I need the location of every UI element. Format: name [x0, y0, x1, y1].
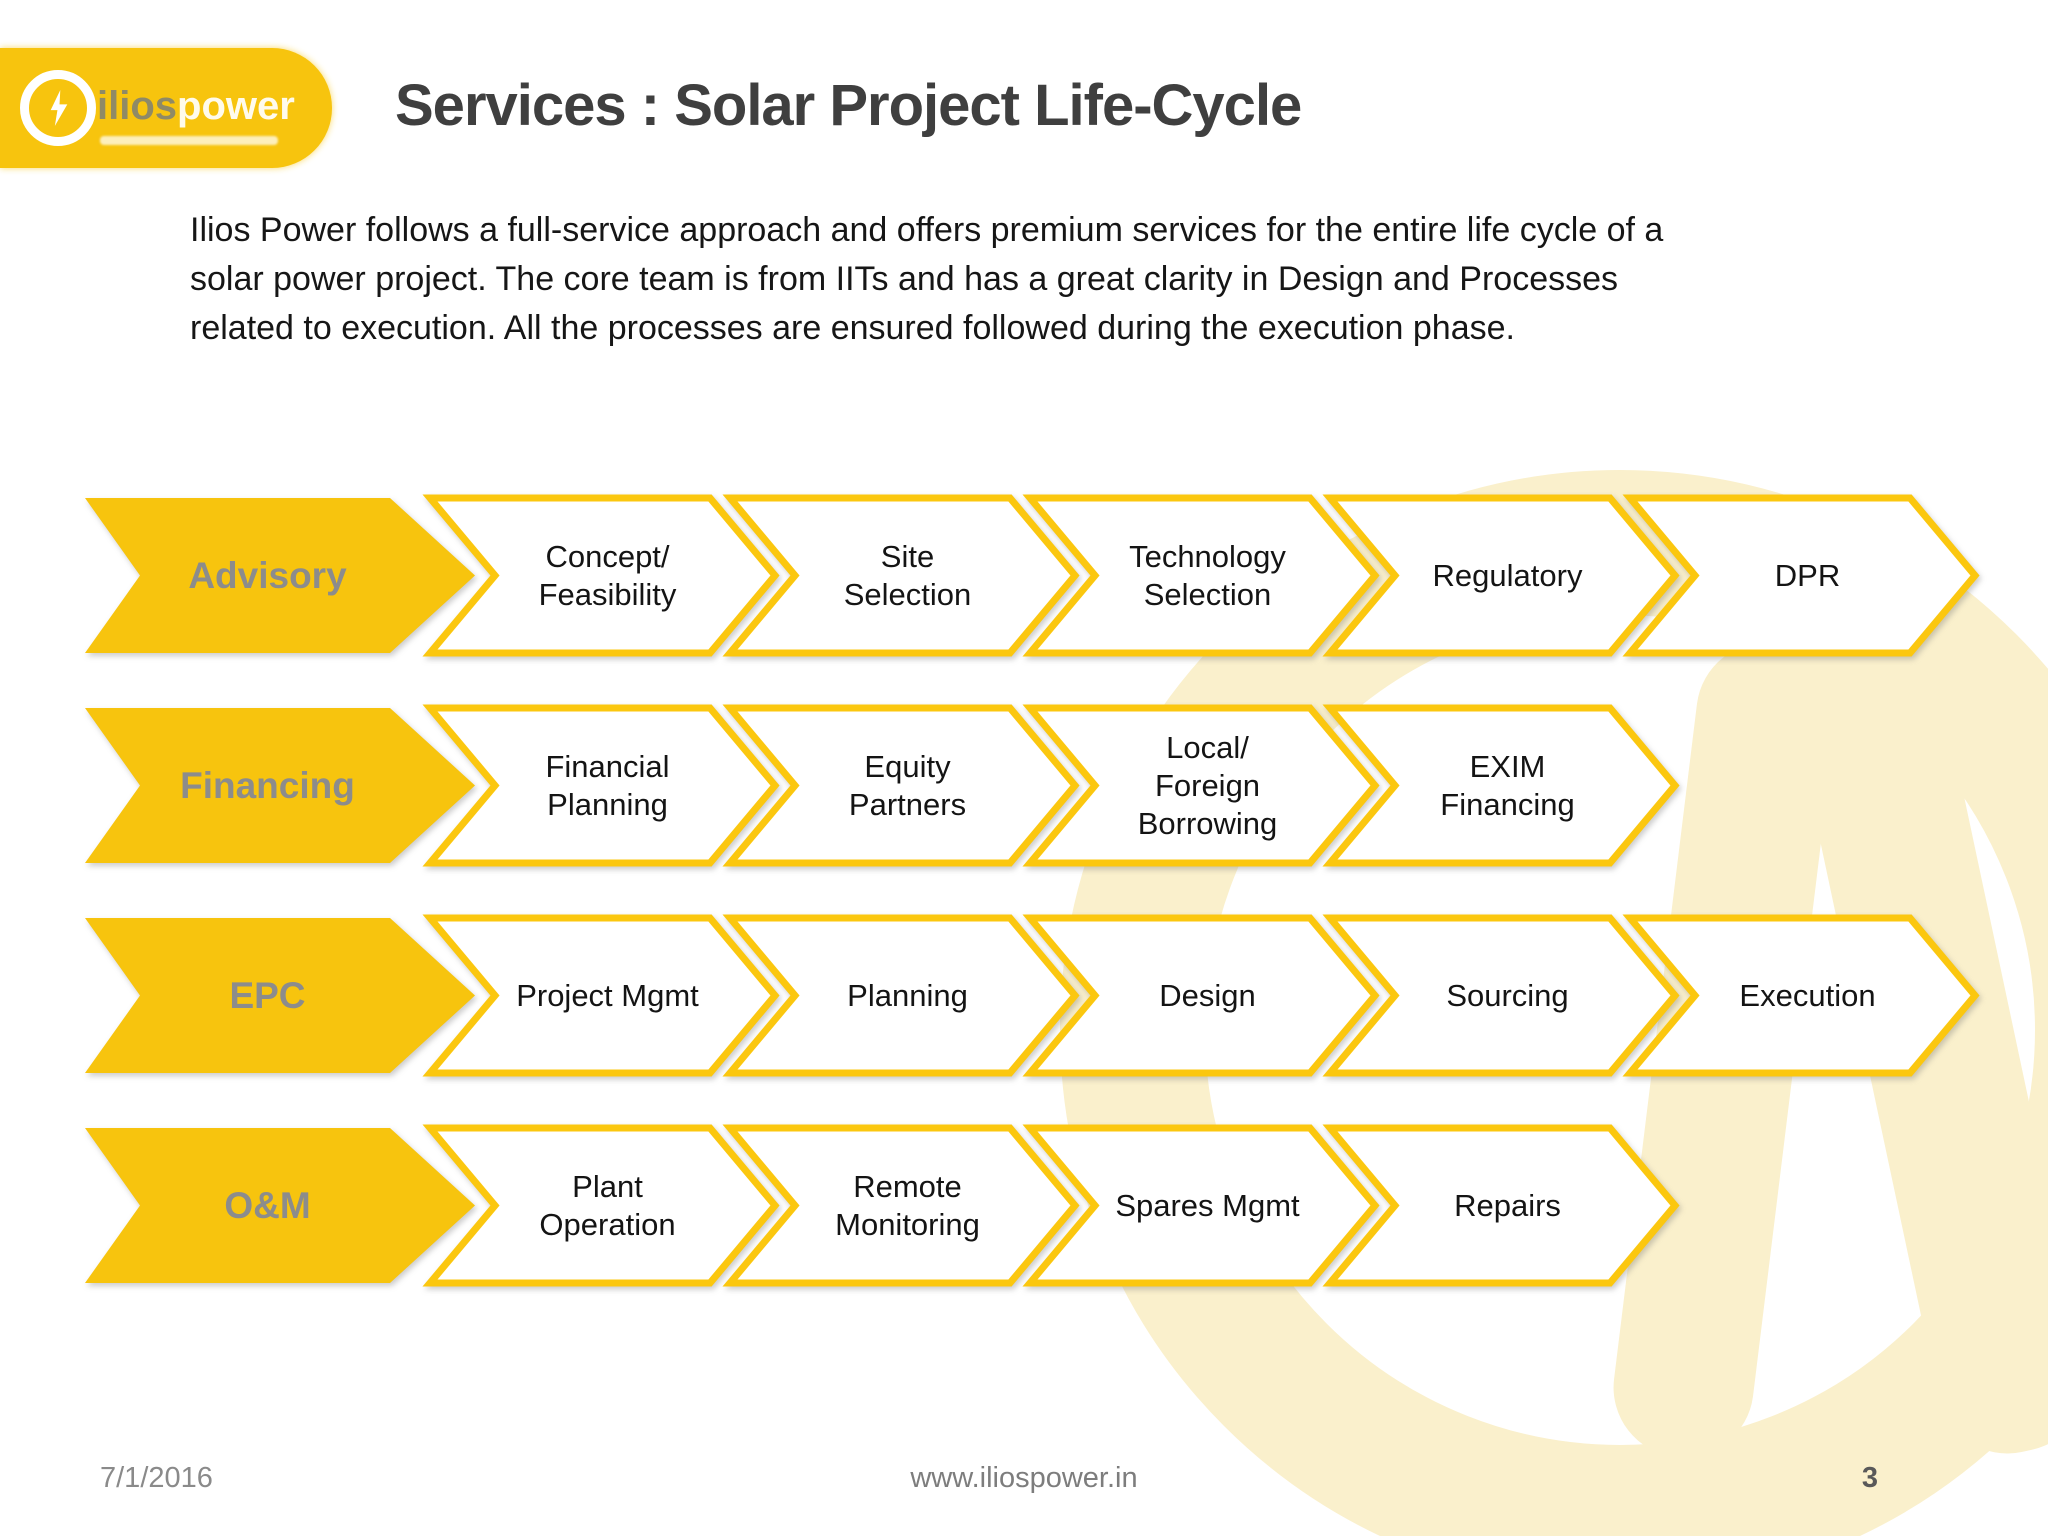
- process-step: Execution: [1622, 914, 1980, 1077]
- row-label: Financing: [180, 764, 355, 806]
- page-title: Services : Solar Project Life-Cycle: [395, 73, 1302, 138]
- process-step: Concept/Feasibility: [422, 494, 780, 657]
- intro-line: solar power project. The core team is fr…: [190, 260, 1619, 298]
- logo-brand-light: power: [177, 84, 295, 128]
- company-logo: iliospower: [0, 48, 332, 168]
- footer-website: www.iliospower.in: [910, 1462, 1138, 1494]
- row-label-chevron-financing: Financing: [85, 708, 475, 863]
- row-label-chevron-epc: EPC: [85, 918, 475, 1073]
- process-step-label: Regulatory: [1432, 557, 1583, 593]
- process-step: Project Mgmt: [422, 914, 780, 1077]
- row-label-chevron-om: O&M: [85, 1128, 475, 1283]
- row-label: Advisory: [188, 554, 347, 596]
- process-step-label: Design: [1159, 977, 1256, 1013]
- process-step: DPR: [1622, 494, 1980, 657]
- process-step-label: Concept/Feasibility: [538, 538, 677, 612]
- intro-paragraph: Ilios Power follows a full-service appro…: [190, 206, 1970, 353]
- process-step-label: DPR: [1774, 557, 1841, 593]
- logo-tagline: [100, 136, 278, 145]
- process-step-label: Project Mgmt: [516, 977, 699, 1013]
- row-label: O&M: [224, 1184, 311, 1226]
- process-step-label: Repairs: [1454, 1187, 1561, 1223]
- intro-line: Ilios Power follows a full-service appro…: [190, 211, 1664, 249]
- process-step-label: Execution: [1739, 977, 1876, 1013]
- footer-page-number: 3: [1861, 1462, 1878, 1494]
- intro-line: related to execution. All the processes …: [190, 309, 1515, 347]
- process-step-label: Planning: [847, 977, 968, 1013]
- process-step: Spares Mgmt: [1022, 1124, 1380, 1287]
- process-step: Design: [1022, 914, 1380, 1077]
- process-step: Regulatory: [1322, 494, 1680, 657]
- power-ring-icon: [20, 70, 96, 146]
- process-step-label: Sourcing: [1446, 977, 1569, 1013]
- process-step: Repairs: [1322, 1124, 1680, 1287]
- process-step: Sourcing: [1322, 914, 1680, 1077]
- row-label-chevron-advisory: Advisory: [85, 498, 475, 653]
- logo-wordmark: iliospower: [97, 84, 295, 128]
- process-row-epc: EPC Project Mgmt Planning Design Sourcing Exe…: [85, 914, 1980, 1077]
- row-label: EPC: [229, 974, 306, 1016]
- process-step: Planning: [722, 914, 1080, 1077]
- logo-brand-bold: ilios: [97, 84, 178, 128]
- process-step-label: Spares Mgmt: [1115, 1187, 1300, 1223]
- footer-date: 7/1/2016: [100, 1462, 213, 1494]
